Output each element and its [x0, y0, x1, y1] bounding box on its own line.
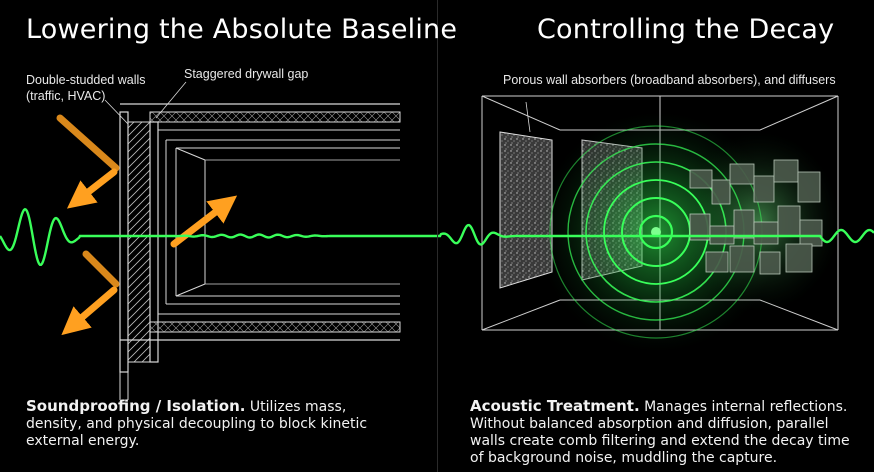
outer-wall-stud	[119, 111, 129, 373]
left-panel-title: Lowering the Absolute Baseline	[26, 14, 458, 45]
right-caption: Acoustic Treatment. Manages internal ref…	[470, 398, 865, 467]
ceiling-hatch	[149, 111, 401, 123]
callout-staggered-drywall-gap: Staggered drywall gap	[184, 67, 309, 81]
callout-gap-leader	[155, 81, 187, 119]
right-caption-body: Manages internal reflections. Without ba…	[470, 399, 850, 466]
left-caption-heading: Soundproofing / Isolation.	[26, 397, 246, 415]
floor-hatch	[149, 321, 401, 333]
left-caption: Soundproofing / Isolation. Utilizes mass…	[26, 398, 406, 450]
callout-walls-leader	[104, 99, 129, 125]
left-caption-body: Utilizes mass, density, and physical dec…	[26, 399, 368, 449]
arrow-reflected-bottom	[61, 286, 118, 336]
arrow-incoming-top	[56, 114, 120, 172]
callout-absorbers-leader	[525, 101, 531, 133]
arrow-incoming-bottom	[82, 250, 120, 288]
outer-wall-hatch	[127, 121, 151, 363]
right-panel-title: Controlling the Decay	[537, 14, 835, 45]
reflected-energy-arrows	[56, 114, 238, 336]
sound-source-dot	[651, 227, 661, 237]
right-caption-heading: Acoustic Treatment.	[470, 397, 640, 415]
arrow-transmitted	[170, 195, 238, 248]
wall-cross-section	[104, 81, 401, 400]
callout-porous-absorbers: Porous wall absorbers (broadband absorbe…	[503, 73, 836, 87]
callout-double-studded-walls: Double-studded walls (traffic, HVAC)	[26, 73, 146, 103]
arrow-reflected-top	[66, 168, 118, 209]
diffusers	[689, 159, 823, 275]
panel-divider	[437, 0, 438, 472]
